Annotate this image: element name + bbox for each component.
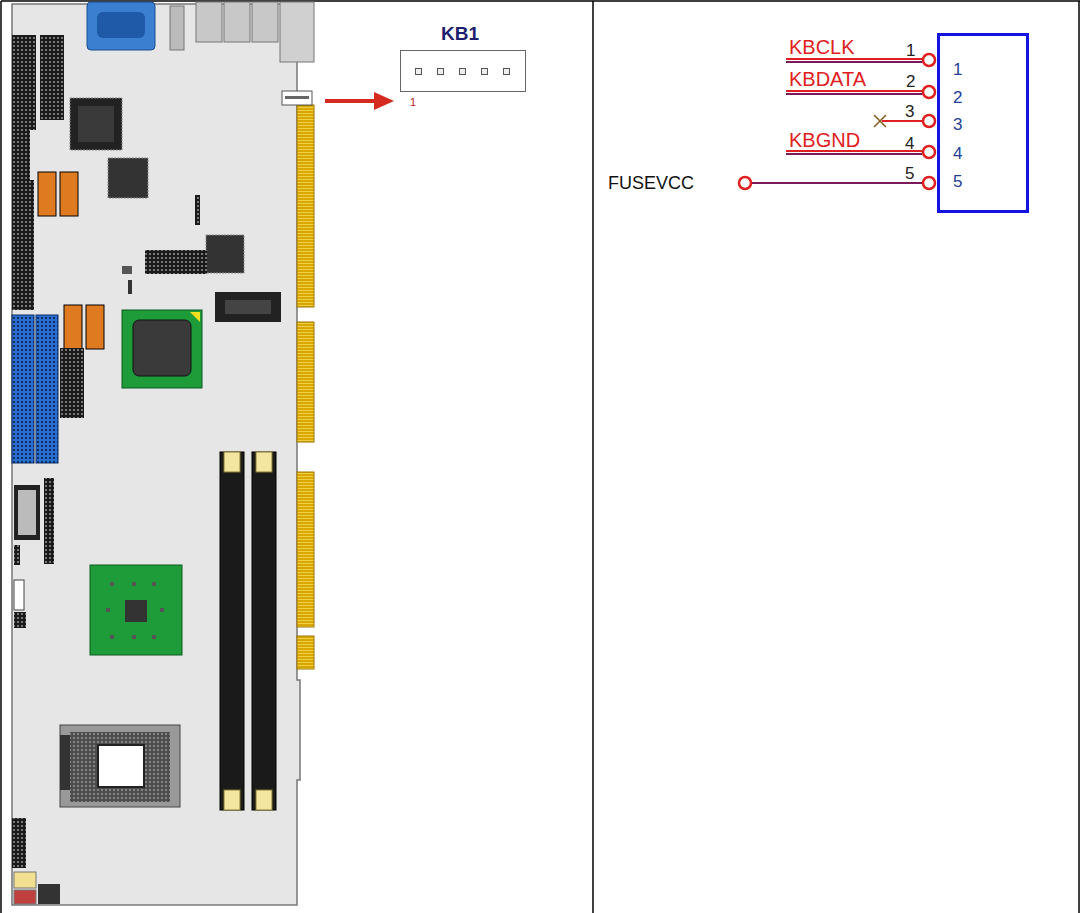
connector-name: KB1 [441,24,479,43]
connector-drawing: KB11 [400,50,526,92]
pin-number: 4 [905,135,914,152]
pin-square [437,68,444,75]
signal-name: KBCLK [789,37,855,57]
pin-number: 2 [906,73,915,90]
pointer-arrow [325,92,394,110]
pin-number: 3 [905,103,914,120]
signal-name: KBDATA [789,69,866,89]
pin-number: 5 [905,165,914,182]
pin-number: 1 [953,61,962,78]
pin-square [481,68,488,75]
signal-name: KBGND [789,130,860,150]
pin-one-mark: 1 [410,97,416,108]
pin-number: 2 [953,89,962,106]
motherboard [12,2,314,905]
pin-number: 4 [953,145,962,162]
pin-square [415,68,422,75]
schematic-wires [739,54,935,189]
pin-number: 5 [953,173,962,190]
pin-square [459,68,466,75]
pin-number: 1 [906,42,915,59]
signal-name: FUSEVCC [608,174,694,192]
pin-square [503,68,510,75]
pin-number: 3 [953,116,962,133]
connector-symbol: 1 2 3 4 5 [937,33,1029,213]
